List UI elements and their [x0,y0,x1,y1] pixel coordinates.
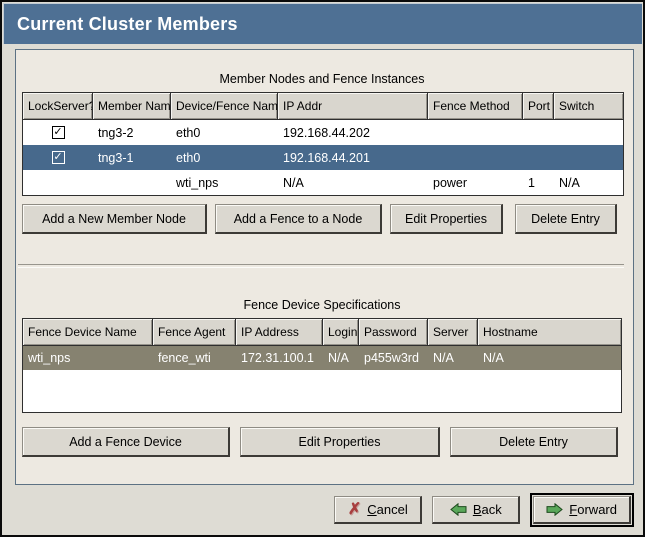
forward-arrow-icon [546,503,564,516]
members-table: LockServer? Member Name Device/Fence Nam… [22,92,624,196]
cancel-x-icon: ✗ [347,500,362,518]
lockserver-checkbox[interactable]: ✓ [51,126,65,139]
cancel-button[interactable]: ✗ Cancel [334,496,423,524]
lockserver-cell: ✓ [23,120,93,145]
edit-properties-button[interactable]: Edit Properties [390,204,503,234]
members-button-row: Add a New Member Node Add a Fence to a N… [22,204,633,234]
checkmark-icon: ✓ [53,126,63,138]
cell-switch: N/A [559,175,580,190]
section-separator [18,264,624,268]
column-header-fence-agent[interactable]: Fence Agent [153,319,236,345]
cell-hostname: N/A [483,351,504,365]
forward-button[interactable]: Forward [533,496,631,524]
checkmark-icon: ✓ [53,151,63,163]
column-header-member-name[interactable]: Member Name [93,93,171,119]
cell-login: N/A [328,351,349,365]
cell-fence-device-name: wti_nps [28,351,71,365]
table-row-selected[interactable]: ✓ tng3-1 eth0 192.168.44.201 [23,145,623,170]
fence-devices-table: Fence Device Name Fence Agent IP Address… [22,318,622,413]
column-header-ip-address[interactable]: IP Address [236,319,323,345]
add-member-node-button[interactable]: Add a New Member Node [22,204,207,234]
column-header-password[interactable]: Password [359,319,428,345]
cell-ip-addr: 192.168.44.202 [283,125,370,140]
cell-member-name: tng3-1 [98,150,134,165]
column-header-fence-device-name[interactable]: Fence Device Name [23,319,153,345]
members-table-header: LockServer? Member Name Device/Fence Nam… [23,93,623,120]
column-header-device-fence-name[interactable]: Device/Fence Name [171,93,278,119]
fence-devices-table-caption: Fence Device Specifications [243,298,401,312]
column-header-lockserver[interactable]: LockServer? [23,93,93,119]
delete-entry-button[interactable]: Delete Entry [450,427,618,457]
back-button[interactable]: Back [432,496,521,524]
add-fence-to-node-button[interactable]: Add a Fence to a Node [215,204,382,234]
cell-fence-method: power [433,175,468,190]
lockserver-cell: ✓ [23,145,93,170]
column-header-login[interactable]: Login [323,319,359,345]
back-button-label: Back [472,502,502,517]
cell-port: 1 [528,175,535,190]
cell-device-fence-name: wti_nps [176,175,219,190]
content-inner: Member Nodes and Fence Instances LockSer… [16,50,633,457]
column-header-switch[interactable]: Switch [554,93,623,119]
fence-devices-button-row: Add a Fence Device Edit Properties Delet… [22,427,633,457]
page-title: Current Cluster Members [17,13,238,34]
cell-device-fence-name: eth0 [176,125,201,140]
fence-devices-table-header: Fence Device Name Fence Agent IP Address… [23,319,621,346]
column-header-ip-addr[interactable]: IP Addr [278,93,428,119]
column-header-fence-method[interactable]: Fence Method [428,93,523,119]
cell-member-name: tng3-2 [98,125,134,140]
cancel-button-label: Cancel [367,502,408,517]
content-panel: Member Nodes and Fence Instances LockSer… [15,49,634,485]
action-area: ✗ Cancel Back Forward [2,485,643,535]
cell-server: N/A [433,351,454,365]
column-header-hostname[interactable]: Hostname [478,319,621,345]
lockserver-cell-empty [23,170,93,195]
empty-list-area [23,370,621,412]
cell-ip-addr: N/A [283,175,304,190]
lockserver-checkbox[interactable]: ✓ [51,151,65,164]
edit-properties-button[interactable]: Edit Properties [240,427,440,457]
table-row[interactable]: ✓ tng3-2 eth0 192.168.44.202 [23,120,623,145]
cell-fence-agent: fence_wti [158,351,211,365]
column-header-server[interactable]: Server [428,319,478,345]
forward-button-label: Forward [569,502,617,517]
members-table-caption: Member Nodes and Fence Instances [219,72,425,86]
cell-ip-addr: 192.168.44.201 [283,150,370,165]
add-fence-device-button[interactable]: Add a Fence Device [22,427,230,457]
column-header-port[interactable]: Port [523,93,554,119]
table-row[interactable]: wti_nps N/A power 1 N/A [23,170,623,195]
default-button-ring: Forward [530,493,634,527]
cell-password: p455w3rd [364,351,419,365]
cell-device-fence-name: eth0 [176,150,201,165]
delete-entry-button[interactable]: Delete Entry [515,204,617,234]
table-row-selected[interactable]: wti_nps fence_wti 172.31.100.1 N/A p455w… [23,346,621,370]
title-banner: Current Cluster Members [3,3,642,44]
back-arrow-icon [450,503,467,516]
cell-ip-address: 172.31.100.1 [241,351,314,365]
